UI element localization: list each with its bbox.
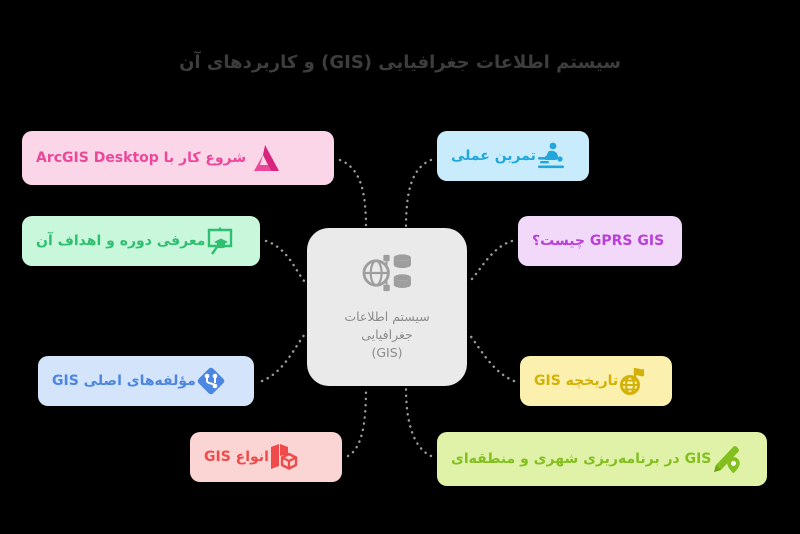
node-types-label: انواع GIS <box>204 449 269 465</box>
autodesk-a-icon <box>246 143 280 173</box>
node-course-intro[interactable]: معرفی دوره و اهداف آن <box>22 216 260 266</box>
connector-practice <box>404 158 433 230</box>
person-practice-icon <box>536 142 566 170</box>
node-gis-types[interactable]: انواع GIS <box>190 432 342 482</box>
connector-types <box>346 386 368 458</box>
pen-location-pin-icon <box>711 444 743 474</box>
connector-gprs <box>467 239 514 284</box>
connector-urban <box>404 386 433 458</box>
node-gprs-label: GPRS GIS چیست؟ <box>532 233 665 249</box>
node-intro-label: معرفی دوره و اهداف آن <box>36 233 206 249</box>
node-gprs-gis[interactable]: GPRS GIS چیست؟ <box>518 216 682 266</box>
node-arcgis-desktop[interactable]: شروع کار با ArcGIS Desktop <box>22 131 334 185</box>
center-label-line1: سیستم اطلاعات <box>344 309 430 324</box>
center-label-line2: جغرافیایی <box>361 327 413 343</box>
node-gis-components[interactable]: مؤلفه‌های اصلی GIS <box>38 356 254 406</box>
node-urban-label: GIS در برنامه‌ریزی شهری و منطقه‌ای <box>451 451 712 467</box>
map-cube-icon <box>269 442 299 472</box>
center-node[interactable]: سیستم اطلاعات جغرافیایی (GIS) <box>307 228 467 386</box>
center-node-label: سیستم اطلاعات جغرافیایی (GIS) <box>344 308 429 362</box>
connector-components <box>260 332 307 383</box>
node-components-label: مؤلفه‌های اصلی GIS <box>52 373 196 389</box>
diamond-branch-icon <box>196 366 226 396</box>
globe-flag-icon <box>618 366 648 396</box>
node-history-label: تاریخچه GIS <box>534 373 619 389</box>
globe-database-icon <box>362 254 411 292</box>
node-practical-exercise[interactable]: تمرین عملی <box>437 131 589 181</box>
node-arcgis-label: شروع کار با ArcGIS Desktop <box>36 150 247 166</box>
connector-intro <box>264 239 307 284</box>
connector-arcgis <box>338 158 368 230</box>
node-practice-label: تمرین عملی <box>451 148 536 164</box>
page-title: سیستم اطلاعات جغرافیایی (GIS) و کاربردها… <box>179 52 621 73</box>
node-gis-history[interactable]: تاریخچه GIS <box>520 356 672 406</box>
center-label-line3: (GIS) <box>371 345 403 361</box>
node-urban-planning[interactable]: GIS در برنامه‌ریزی شهری و منطقه‌ای <box>437 432 767 486</box>
presentation-graduation-icon <box>205 226 235 256</box>
connector-history <box>467 332 516 383</box>
